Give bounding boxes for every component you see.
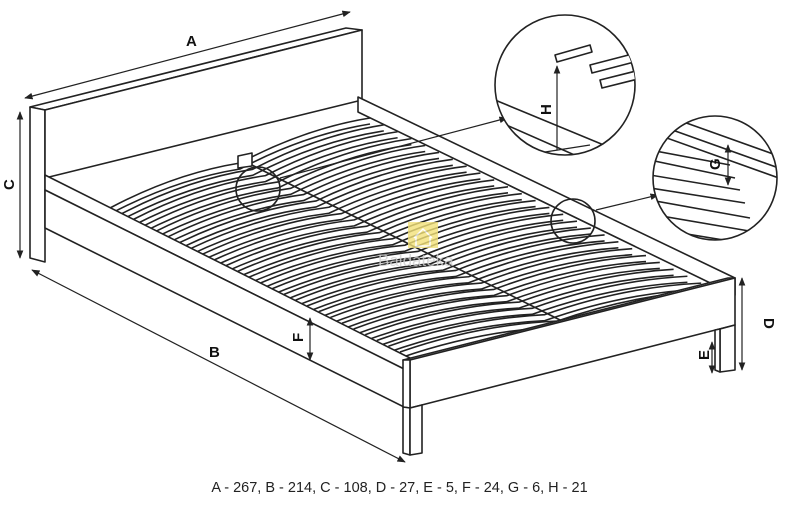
slat	[144, 143, 412, 232]
detail-h	[494, 14, 636, 156]
slat	[179, 164, 453, 250]
label-c: C	[1, 179, 18, 190]
label-a: A	[186, 33, 197, 50]
watermark-text: Baldateka	[378, 251, 454, 270]
label-d: D	[760, 318, 777, 329]
center-support-end	[237, 152, 253, 169]
near-side-rail	[44, 174, 411, 411]
dimension-lines	[16, 10, 746, 463]
slat	[388, 288, 702, 353]
slat	[132, 130, 398, 221]
callout-circle-h	[235, 166, 281, 212]
slat	[132, 136, 398, 227]
slat	[121, 130, 384, 221]
dimensions-caption: A - 267, B - 214, C - 108, D - 27, E - 5…	[211, 480, 588, 496]
slat	[364, 268, 674, 336]
slat	[225, 192, 509, 273]
callout-arrow-h	[279, 116, 508, 179]
label-f: F	[290, 333, 307, 342]
label-e: E	[696, 350, 713, 360]
slat	[376, 275, 688, 342]
label-h: H	[538, 104, 555, 115]
slat	[388, 282, 702, 347]
slat	[225, 186, 509, 267]
center-support	[237, 157, 561, 321]
slat	[248, 205, 536, 284]
callout-circle-g	[550, 198, 596, 244]
slat	[156, 150, 426, 238]
slat	[109, 123, 371, 215]
slat	[202, 172, 481, 255]
slat	[237, 192, 522, 273]
slat	[376, 281, 688, 348]
slat	[202, 178, 481, 261]
label-g: G	[707, 158, 724, 170]
detail-g	[652, 115, 778, 241]
slat	[237, 198, 522, 279]
legs	[402, 324, 736, 456]
label-b: B	[209, 344, 220, 361]
slat	[167, 157, 440, 244]
slat	[248, 199, 536, 278]
slat	[214, 179, 495, 261]
slat	[364, 274, 674, 342]
slat	[179, 158, 453, 244]
watermark-logo: Baldateka	[378, 222, 454, 270]
callout-arrow-g	[595, 193, 659, 211]
slat	[190, 171, 467, 256]
slat	[260, 206, 550, 284]
slat	[156, 144, 426, 232]
slat	[190, 165, 467, 250]
slat	[121, 124, 384, 215]
slat	[214, 185, 495, 267]
slat	[167, 151, 440, 238]
